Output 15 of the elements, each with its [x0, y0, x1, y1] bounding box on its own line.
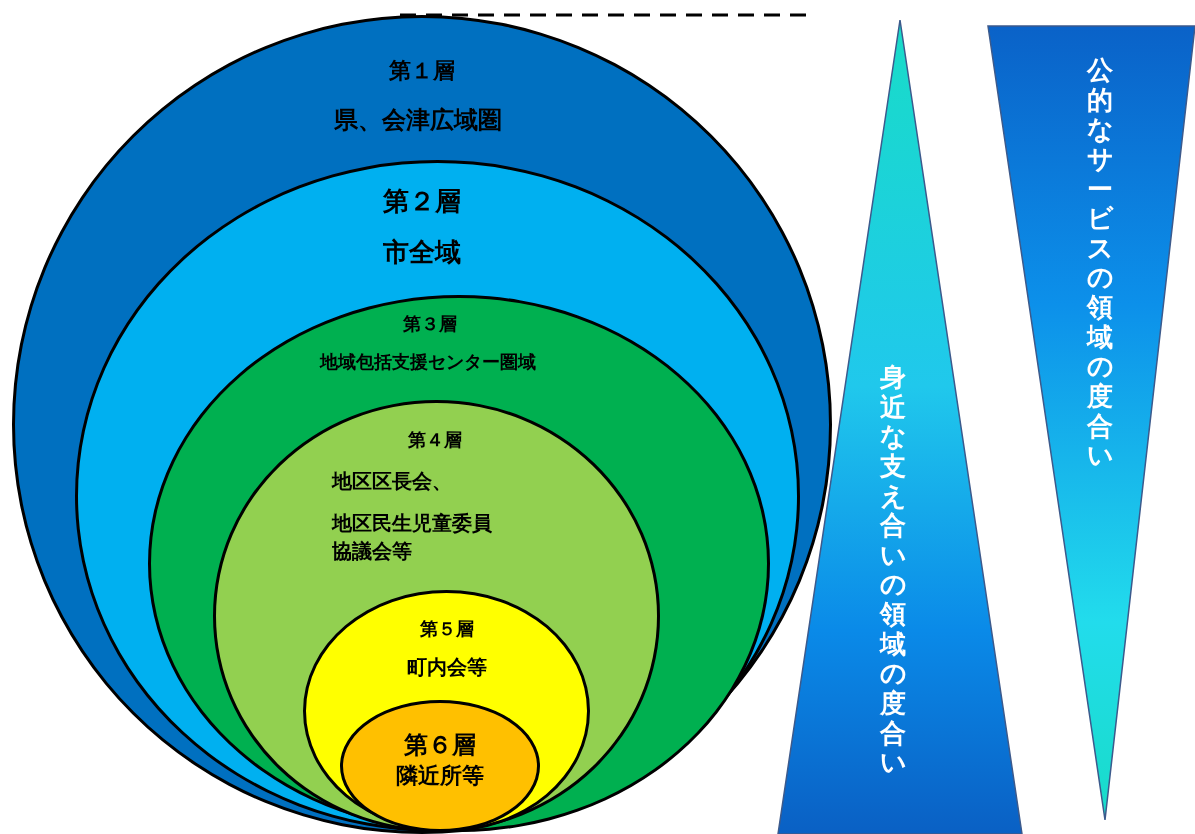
- layer-heading: 第５層: [420, 618, 474, 640]
- layer-description: 県、会津広域圏: [334, 106, 502, 135]
- layer-heading: 第４層: [408, 429, 462, 451]
- layer-heading: 第１層: [389, 58, 455, 85]
- layer-heading: 第３層: [403, 313, 457, 335]
- layer-description: 地域包括支援センター圏域: [320, 351, 536, 373]
- layer-description: 地区区長会、: [332, 469, 452, 493]
- layer-heading: 第２層: [383, 186, 461, 218]
- layer-heading: 第６層: [404, 731, 476, 760]
- layer-description: 地区民生児童委員協議会等: [332, 510, 493, 565]
- vertical-label: 身近な支え合いの領域の度合い: [879, 363, 907, 778]
- layer-description: 隣近所等: [396, 763, 484, 790]
- layer-description: 町内会等: [407, 655, 487, 679]
- vertical-label: 公的なサービスの領域の度合い: [1086, 56, 1114, 471]
- layer-description: 市全域: [383, 237, 461, 269]
